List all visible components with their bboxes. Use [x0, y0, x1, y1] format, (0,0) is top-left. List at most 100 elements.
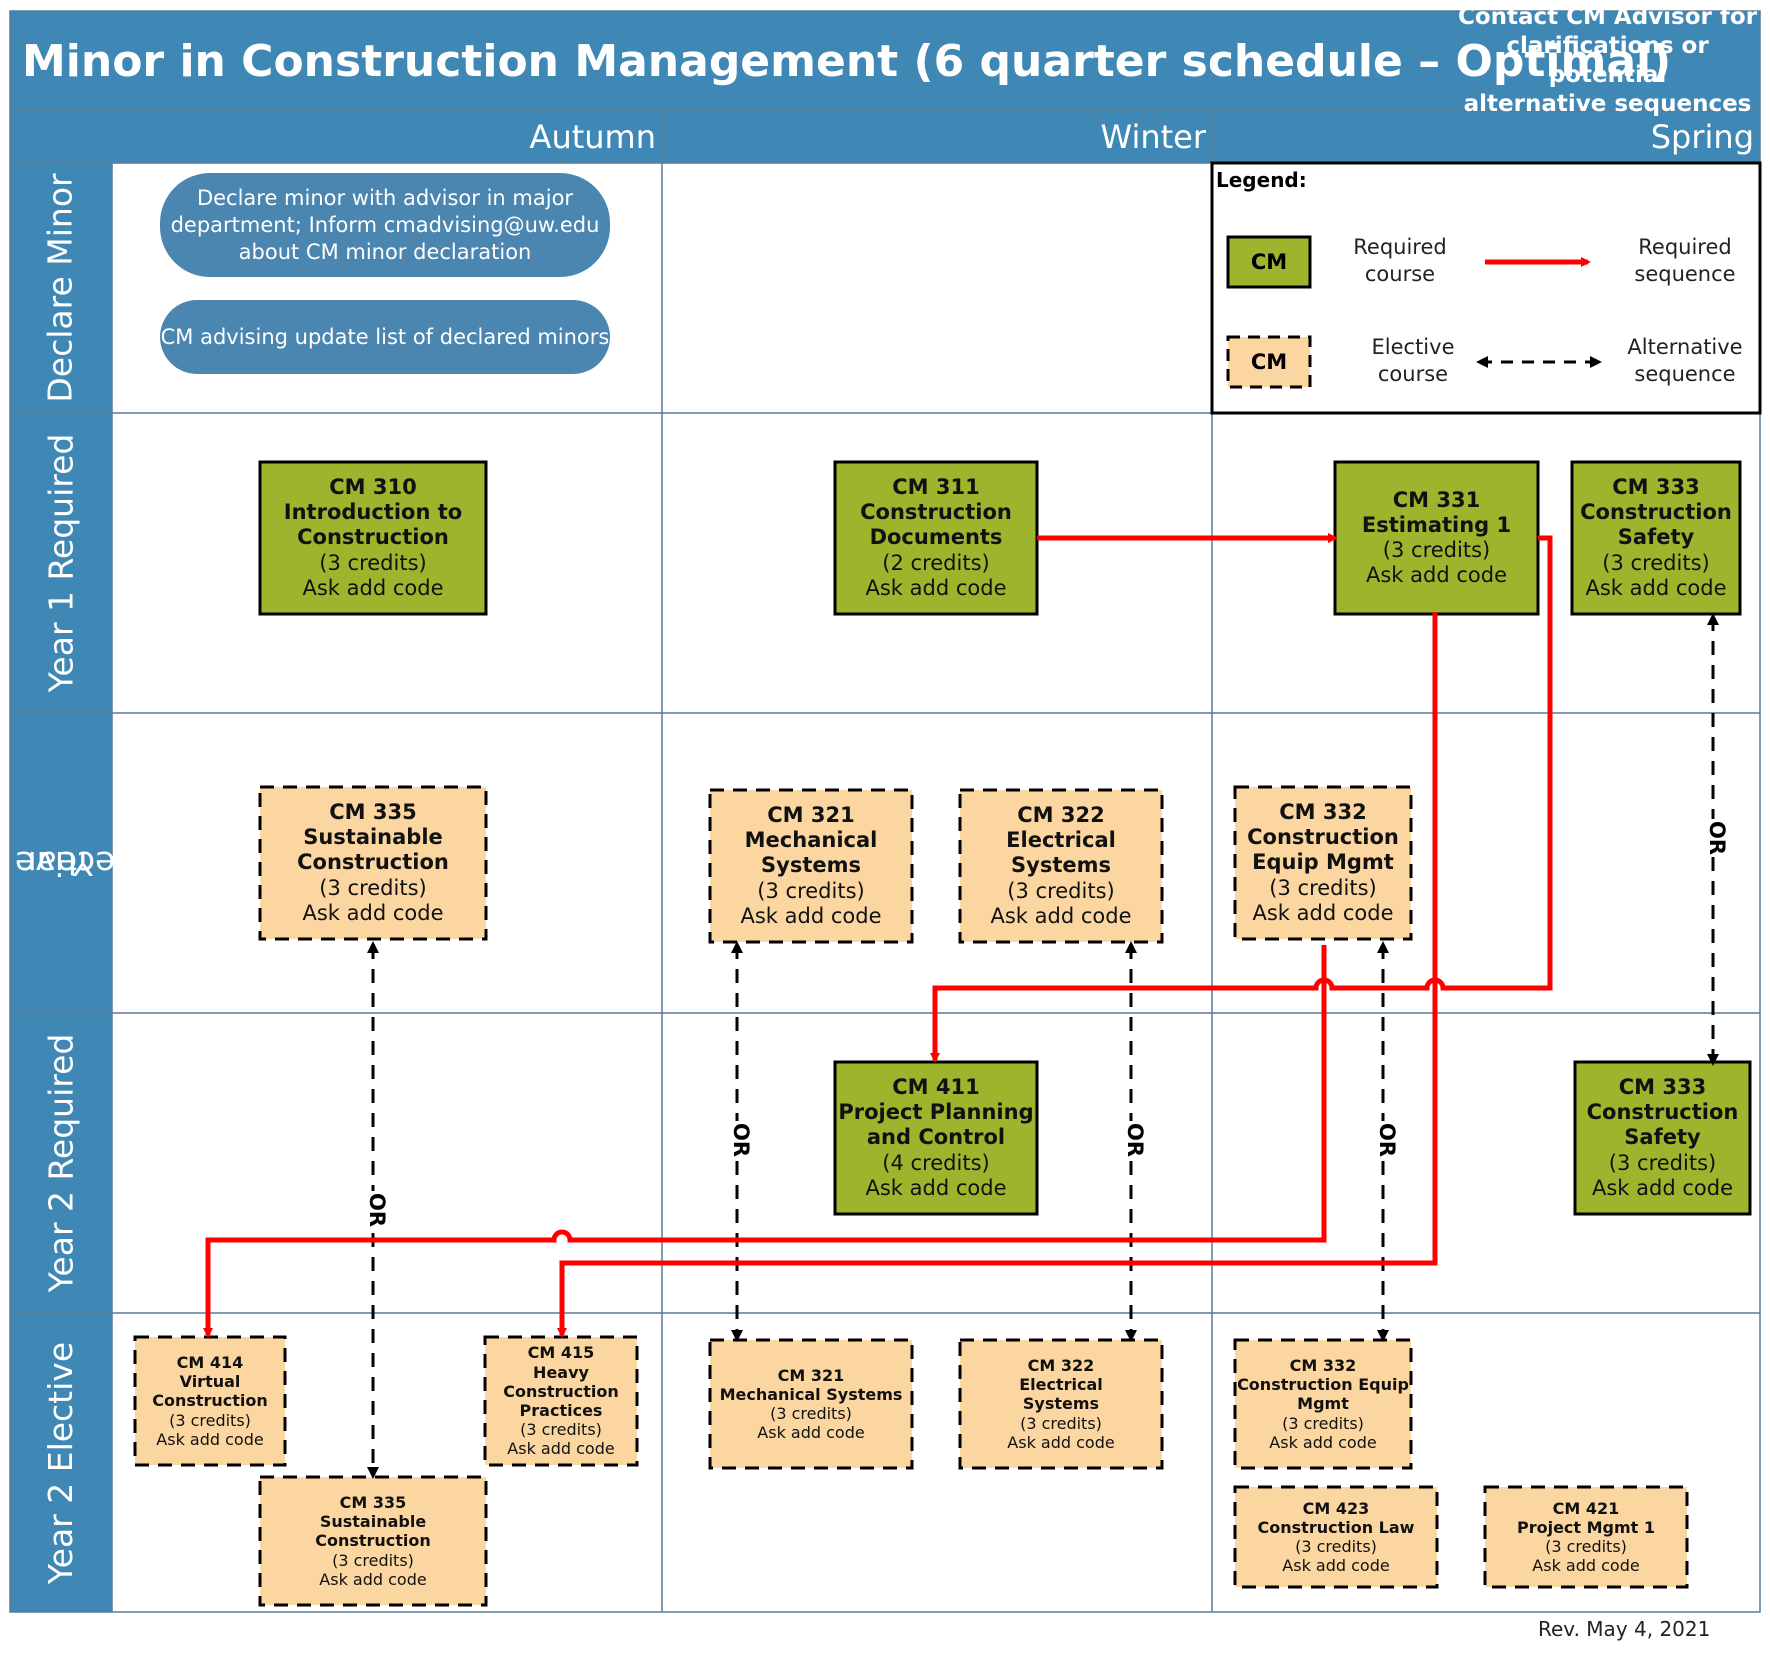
column-header-winter: Winter — [1100, 118, 1207, 156]
course-credits: (3 credits) — [1545, 1537, 1627, 1556]
course-title-line: Sustainable — [303, 825, 443, 850]
cm335-y2-box — [258, 1475, 488, 1607]
column-header-spring: Spring — [1650, 118, 1754, 156]
cm411-y2-box — [833, 1060, 1039, 1216]
or-label-cm321: OR — [729, 1120, 754, 1160]
course-note: Ask add code — [990, 903, 1132, 928]
cm421-y2-box — [1483, 1485, 1689, 1589]
course-code: CM 414 — [176, 1353, 244, 1373]
course-code: CM 421 — [1552, 1498, 1620, 1518]
course-title-line: Estimating 1 — [1361, 512, 1512, 537]
cm414-y2-box — [133, 1335, 287, 1467]
course-credits: (3 credits) — [319, 875, 427, 900]
course-title-line: Construction Equip — [1237, 1375, 1409, 1395]
legend-title: Legend: — [1216, 168, 1307, 192]
course-title-line: Construction — [503, 1381, 619, 1401]
course-note: Ask add code — [1282, 1556, 1390, 1576]
course-note: Ask add code — [1585, 575, 1727, 600]
contact-line-2: clarifications or potential — [1506, 33, 1709, 88]
course-title-line: Construction — [1580, 500, 1732, 525]
course-note: Ask add code — [865, 575, 1007, 600]
course-title-line: Mechanical Systems — [719, 1384, 903, 1404]
course-title-line: Practices — [519, 1401, 603, 1420]
course-note: Ask add code — [1532, 1556, 1640, 1576]
course-title-line: Heavy — [533, 1362, 589, 1382]
course-title-line: Electrical — [1019, 1375, 1103, 1395]
course-credits: (2 credits) — [882, 550, 990, 575]
course-note: Ask add code — [507, 1439, 615, 1459]
course-note: Ask add code — [865, 1175, 1007, 1200]
course-title-line: Construction — [860, 500, 1012, 525]
course-credits: (3 credits) — [770, 1404, 852, 1423]
course-code: CM 415 — [527, 1343, 595, 1363]
row-label-declare-minor: Declare Minor — [41, 173, 81, 403]
course-title-line: Mgmt — [1297, 1394, 1349, 1414]
course-code: CM 423 — [1302, 1498, 1370, 1518]
course-code: CM 331 — [1392, 487, 1481, 512]
course-credits: (3 credits) — [169, 1410, 251, 1430]
course-code: CM 322 — [1017, 803, 1105, 828]
course-code: CM 332 — [1289, 1356, 1357, 1376]
row-label-year2-required: Year 2 Required — [41, 1033, 80, 1293]
course-note: Ask add code — [1269, 1432, 1377, 1452]
course-title-line: Systems — [1022, 1394, 1100, 1414]
column-header-autumn: Autumn — [529, 118, 656, 156]
course-note: Ask add code — [740, 903, 882, 928]
contact-note: Contact CM Advisor for clarifications or… — [1455, 4, 1760, 117]
row-label-year1-required: Year 1 Required — [41, 433, 80, 693]
course-title-line: Equip Mgmt — [1252, 850, 1394, 875]
cm423-y2-box — [1233, 1485, 1439, 1589]
course-title-line: Project Planning — [838, 1100, 1034, 1125]
cm321-y2-box — [708, 1338, 914, 1470]
course-code: CM 310 — [329, 475, 417, 500]
or-label-cm333: OR — [1705, 818, 1730, 858]
course-note: Ask add code — [1366, 563, 1507, 588]
course-credits: (3 credits) — [1007, 878, 1115, 903]
course-title-line: Construction — [1247, 825, 1399, 850]
revision-date: Rev. May 4, 2021 — [1538, 1617, 1711, 1641]
course-note: Ask add code — [757, 1423, 865, 1443]
or-label-cm332: OR — [1375, 1120, 1400, 1160]
cm332-y2-box — [1233, 1338, 1413, 1470]
course-credits: (3 credits) — [1295, 1537, 1377, 1556]
course-note: Ask add code — [1007, 1432, 1115, 1452]
course-title-line: Systems — [761, 853, 861, 878]
row-label-year2-elective: Year 2 Elective — [41, 1341, 80, 1584]
course-credits: (3 credits) — [1608, 1150, 1717, 1175]
course-title-line: Construction Law — [1257, 1517, 1415, 1537]
course-credits: (3 credits) — [1282, 1413, 1364, 1433]
course-credits: (3 credits) — [1269, 875, 1377, 900]
course-title-line: Safety — [1624, 1125, 1701, 1150]
course-code: CM 332 — [1279, 800, 1367, 825]
course-code: CM 333 — [1612, 475, 1700, 500]
course-title-line: Sustainable Construction — [315, 1512, 431, 1551]
cm333-y2-box — [1573, 1060, 1752, 1216]
or-label-cm335: OR — [365, 1190, 390, 1230]
cm310-y1-box — [258, 460, 488, 616]
cm333-y1-box — [1570, 460, 1742, 616]
course-note: Ask add code — [302, 900, 444, 925]
declare-minor-step: Declare minor with advisor in major depa… — [160, 173, 610, 277]
course-title-line: Systems — [1011, 853, 1111, 878]
course-title-line: Safety — [1617, 525, 1695, 550]
course-title-line: Construction — [297, 850, 449, 875]
course-credits: (3 credits) — [319, 550, 427, 575]
cm322-y1-box — [958, 788, 1164, 944]
